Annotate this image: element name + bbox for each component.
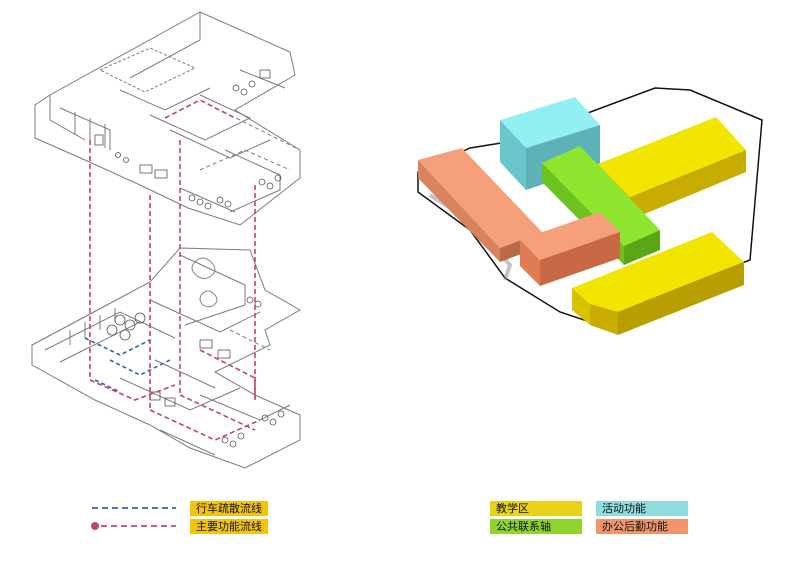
legend-main-flow: 主要功能流线: [190, 519, 268, 534]
legend-main-flow-label: 主要功能流线: [190, 519, 268, 534]
office-block-small: [520, 212, 620, 286]
legend-public-axis-label: 公共联系轴: [490, 519, 582, 534]
legend-teaching: 教学区: [490, 501, 582, 516]
legend-teaching-label: 教学区: [490, 501, 582, 516]
lower-floor-plan: [31, 247, 302, 469]
legend-office: 办公后勤功能: [596, 519, 688, 534]
legend-activity: 活动功能: [596, 501, 688, 516]
legend-public-axis: 公共联系轴: [490, 519, 582, 534]
legend-vehicle-flow-label: 行车疏散流线: [190, 501, 268, 516]
legend-vehicle-flow: 行车疏散流线: [190, 501, 268, 516]
massing-diagram: [417, 87, 763, 335]
upper-floor-plan: [34, 11, 301, 226]
legend-office-label: 办公后勤功能: [596, 519, 688, 534]
legend-main-line-sample: [91, 522, 176, 530]
vehicle-flow-lines: [84, 337, 171, 393]
legend-activity-label: 活动功能: [596, 501, 688, 516]
teaching-block-bottom: [572, 232, 744, 335]
main-flow-lines: [89, 99, 261, 441]
